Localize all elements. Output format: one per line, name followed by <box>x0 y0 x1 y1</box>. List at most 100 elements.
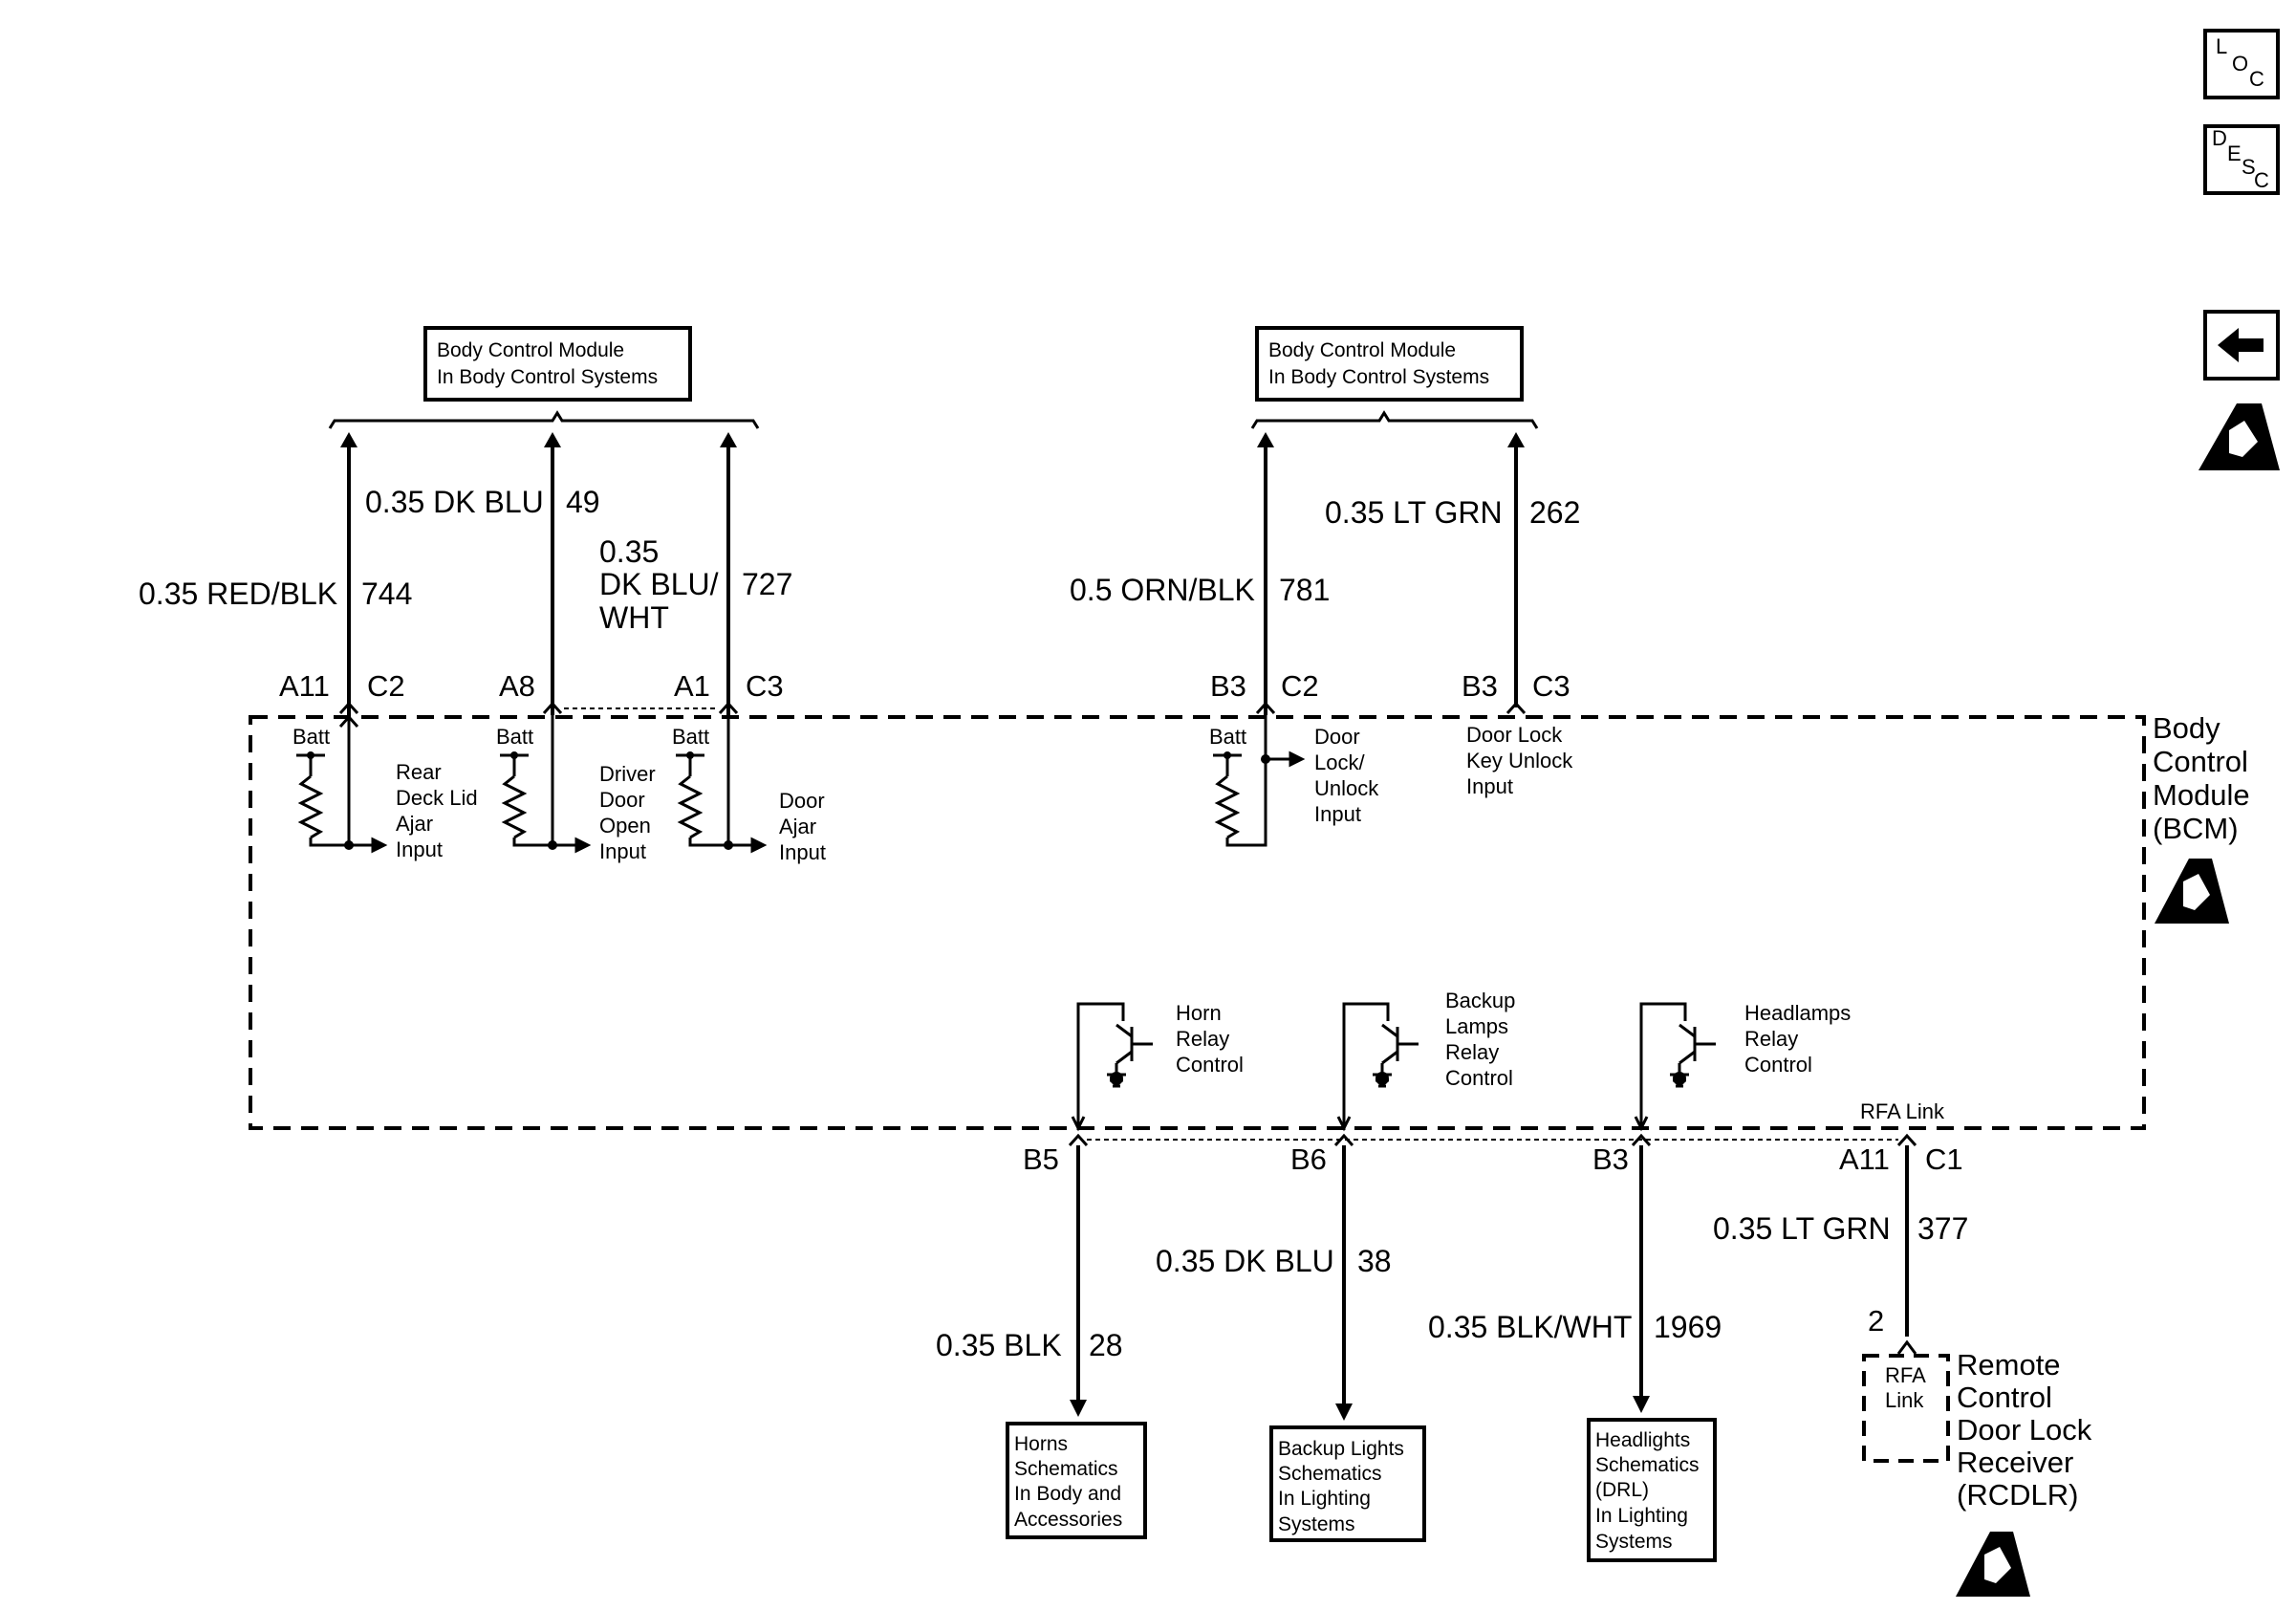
input-label-line: Input <box>779 840 826 864</box>
input-label-line: Unlock <box>1314 776 1379 800</box>
wire-label-377-circuit: 377 <box>1917 1211 1968 1246</box>
connector-c3-left: C3 <box>746 669 784 703</box>
esd-warning-icon <box>2155 859 2229 924</box>
batt-node <box>1224 751 1231 759</box>
input-label-line: Door <box>1314 725 1360 749</box>
wire-label-727-color-2: DK BLU/ <box>599 567 719 601</box>
svg-text:In Lighting: In Lighting <box>1278 1488 1371 1510</box>
pin-b3-bottom: B3 <box>1592 1142 1629 1176</box>
svg-text:(DRL): (DRL) <box>1595 1479 1649 1501</box>
input-label-line: Input <box>1314 802 1361 826</box>
relay-driver-backup-lamps <box>1342 1002 1419 1130</box>
relay-label-line: Control <box>1176 1053 1244 1077</box>
wire-label-727-color-1: 0.35 <box>599 534 659 569</box>
input-label-line: Door <box>599 788 645 812</box>
input-circuit-rear-deck-lid <box>296 715 388 854</box>
svg-text:E: E <box>2227 141 2242 165</box>
top-wire-727 <box>720 432 737 715</box>
pin-b3-top-1: B3 <box>1210 669 1246 703</box>
loc-nav-button[interactable]: L O C <box>2203 29 2280 99</box>
svg-text:Module: Module <box>2153 778 2250 812</box>
bottom-box-headlights: Headlights Schematics (DRL) In Lighting … <box>1587 1418 1717 1562</box>
bottom-box-backup-lights: Backup Lights Schematics In Lighting Sys… <box>1269 1425 1426 1542</box>
svg-text:(RCDLR): (RCDLR) <box>1957 1478 2078 1512</box>
pin-b3-top-2: B3 <box>1462 669 1498 703</box>
wire-label-262-color: 0.35 LT GRN <box>1325 495 1503 530</box>
ground-icon <box>1673 1072 1686 1085</box>
input-circuit-door-lock-unlock <box>1213 715 1306 847</box>
svg-text:S: S <box>2242 155 2256 179</box>
svg-text:Body Control Module: Body Control Module <box>1268 339 1456 361</box>
wire-label-28-circuit: 28 <box>1089 1328 1123 1362</box>
wire-label-744-color: 0.35 RED/BLK <box>139 577 337 611</box>
top-box-bcm-left: Body Control Module In Body Control Syst… <box>423 326 692 402</box>
wire-label-28-color: 0.35 BLK <box>936 1328 1062 1362</box>
svg-text:Remote: Remote <box>1957 1348 2061 1382</box>
relay-label-line: Headlamps <box>1744 1001 1851 1025</box>
relay-label-line: Relay <box>1445 1040 1499 1064</box>
wire-label-38-color: 0.35 DK BLU <box>1156 1244 1334 1278</box>
pin-a1: A1 <box>674 669 710 703</box>
batt-node <box>686 751 694 759</box>
batt-label: Batt <box>292 725 330 749</box>
batt-label: Batt <box>1209 725 1246 749</box>
svg-text:Body Control Module: Body Control Module <box>437 339 624 361</box>
left-arrow-icon <box>2218 328 2264 362</box>
wire-label-727-circuit: 727 <box>742 567 792 601</box>
rcdlr-label: Remote Control Door Lock Receiver (RCDLR… <box>1957 1348 2092 1512</box>
bcm-label: Body Control Module (BCM) <box>2153 711 2250 845</box>
rcdlr-pin-2: 2 <box>1868 1304 1884 1338</box>
rcdlr-boundary <box>1862 1354 1950 1463</box>
svg-text:In Body Control Systems: In Body Control Systems <box>437 366 658 388</box>
junction-dot <box>724 840 733 850</box>
wire-label-1969-color: 0.35 BLK/WHT <box>1428 1310 1632 1344</box>
wire-label-49-color: 0.35 DK BLU <box>365 485 544 519</box>
input-label-line: Deck Lid <box>396 786 478 810</box>
desc-nav-button[interactable]: D E S C <box>2203 124 2280 195</box>
bottom-wire-377 <box>1896 1145 1917 1355</box>
relay-driver-headlamps <box>1639 1002 1716 1130</box>
relay-label-line: Lamps <box>1445 1014 1508 1038</box>
connector-c1: C1 <box>1925 1142 1963 1176</box>
batt-label: Batt <box>496 725 533 749</box>
bottom-wire-38 <box>1335 1145 1353 1421</box>
wire-label-377-color: 0.35 LT GRN <box>1713 1211 1891 1246</box>
esd-warning-icon <box>1956 1532 2030 1597</box>
rcdlr-inner-label: Link <box>1885 1388 1924 1412</box>
bottom-wire-28 <box>1070 1145 1087 1417</box>
relay-label-line: Horn <box>1176 1001 1222 1025</box>
pin-a11-top: A11 <box>279 669 330 703</box>
wire-label-744-circuit: 744 <box>361 577 412 611</box>
input-label-line: Input <box>1466 774 1513 798</box>
wire-label-38-circuit: 38 <box>1357 1244 1392 1278</box>
wire-label-1969-circuit: 1969 <box>1654 1310 1722 1344</box>
bottom-wire-1969 <box>1633 1145 1650 1413</box>
svg-text:Schematics: Schematics <box>1014 1458 1118 1480</box>
connector-chevrons-bottom <box>1068 1133 1917 1147</box>
input-label-line: Ajar <box>396 812 433 836</box>
top-wire-781 <box>1257 432 1274 715</box>
arrow-down-icon <box>1071 1116 1086 1132</box>
arrow-down-icon <box>1634 1116 1649 1132</box>
svg-text:Control: Control <box>1957 1381 2052 1414</box>
svg-text:Receiver: Receiver <box>1957 1446 2073 1479</box>
input-circuit-driver-door <box>500 715 592 854</box>
pin-a11-bottom: A11 <box>1839 1142 1890 1176</box>
pin-a8: A8 <box>499 669 535 703</box>
pin-b6: B6 <box>1290 1142 1327 1176</box>
svg-text:O: O <box>2232 52 2248 76</box>
input-label-line: Open <box>599 814 651 838</box>
input-label-line: Ajar <box>779 815 816 838</box>
svg-text:(BCM): (BCM) <box>2153 812 2239 845</box>
svg-text:Horns: Horns <box>1014 1433 1068 1455</box>
input-label-line: Key Unlock <box>1466 749 1573 772</box>
bottom-box-horns: Horns Schematics In Body and Accessories <box>1006 1422 1147 1539</box>
relay-label-line: Relay <box>1744 1027 1798 1051</box>
relay-label-line: Relay <box>1176 1027 1229 1051</box>
back-arrow-button[interactable] <box>2203 310 2280 381</box>
connector-c2-left: C2 <box>367 669 405 703</box>
ground-icon <box>1375 1072 1389 1085</box>
input-label-line: Door <box>779 789 825 813</box>
svg-text:In Body and: In Body and <box>1014 1483 1121 1505</box>
